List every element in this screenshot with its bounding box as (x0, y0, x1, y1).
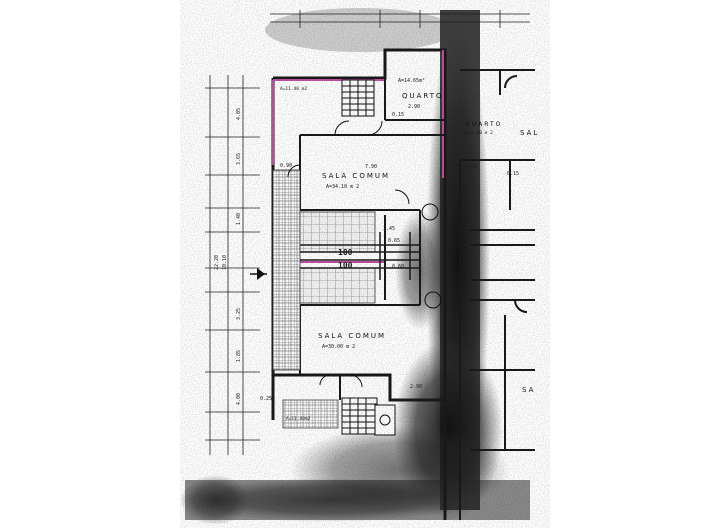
paper-grain (180, 0, 550, 528)
